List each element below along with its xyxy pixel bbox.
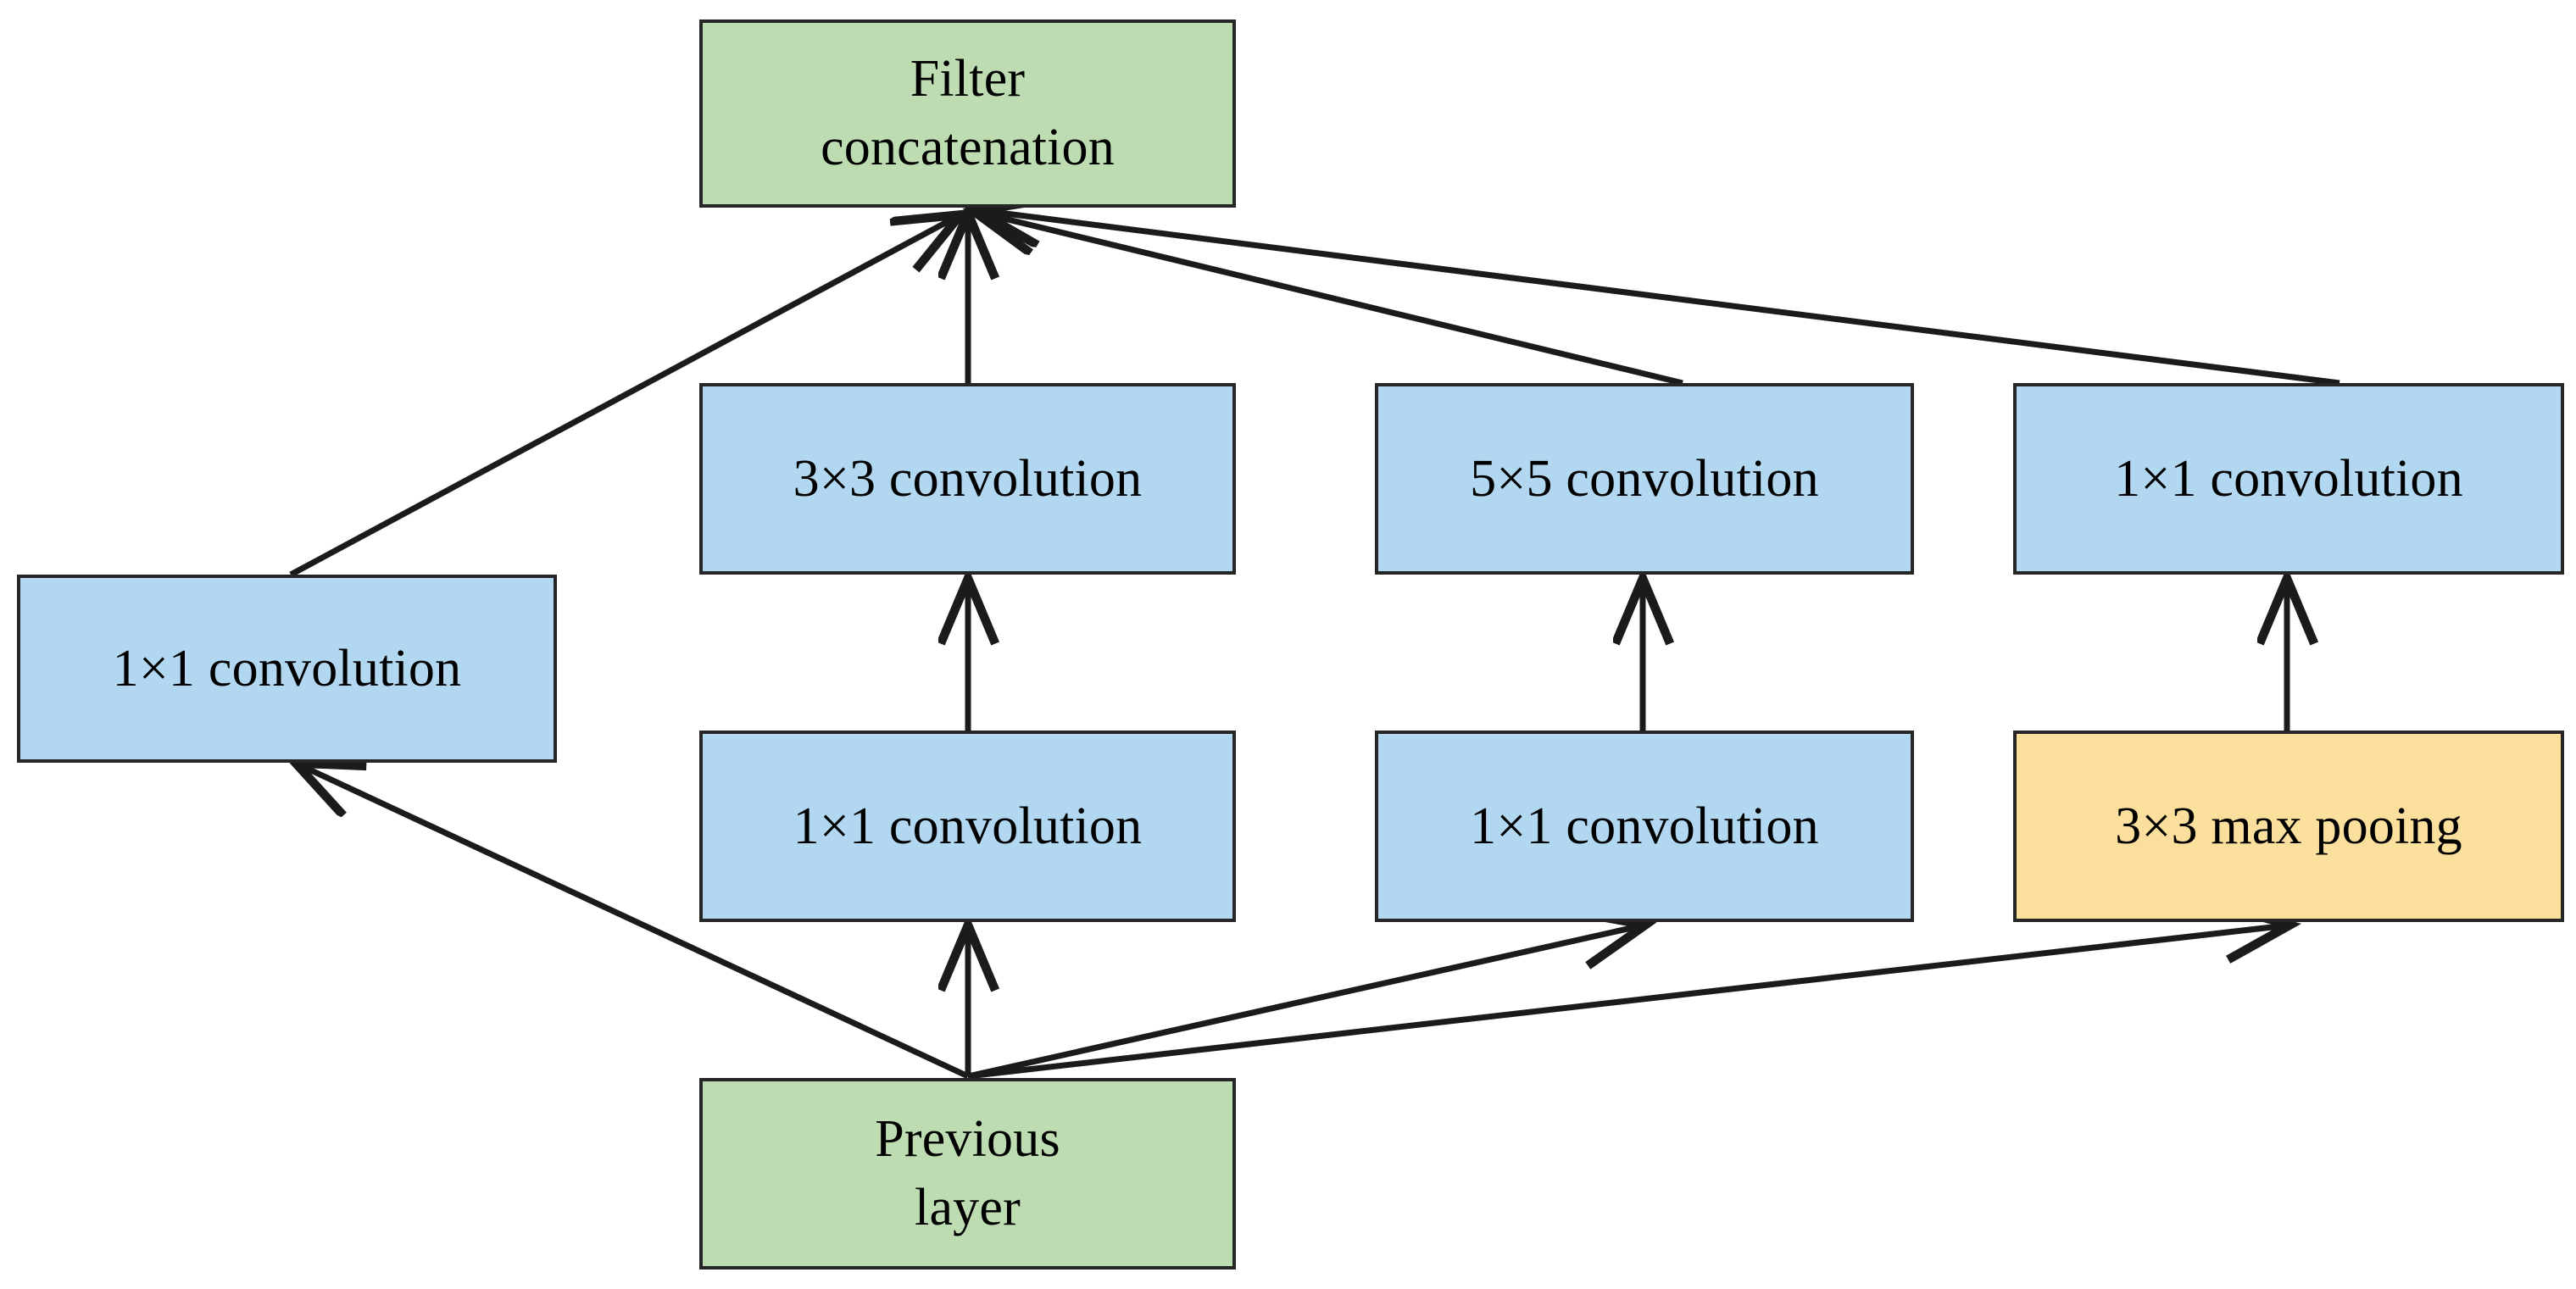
node-5x5-convolution[interactable]: 5×5 convolution [1375,383,1914,575]
edge-conv1x1-right-to-concat [979,210,2340,386]
edge-conv5x5-to-concat [976,212,1683,386]
node-1x1-convolution-before-5x5[interactable]: 1×1 convolution [1375,731,1914,922]
node-previous-layer[interactable]: Previous layer [699,1078,1236,1270]
node-filter-concatenation[interactable]: Filter concatenation [699,19,1236,208]
node-3x3-max-pooling[interactable]: 3×3 max pooing [2013,731,2564,922]
node-1x1-convolution-left[interactable]: 1×1 convolution [17,575,557,763]
node-1x1-convolution-right[interactable]: 1×1 convolution [2013,383,2564,575]
edge-prev-to-conv1x1-mid-b [967,925,1643,1080]
node-3x3-convolution[interactable]: 3×3 convolution [699,383,1236,575]
edge-prev-to-maxpool [967,925,2287,1080]
node-1x1-convolution-before-3x3[interactable]: 1×1 convolution [699,731,1236,922]
